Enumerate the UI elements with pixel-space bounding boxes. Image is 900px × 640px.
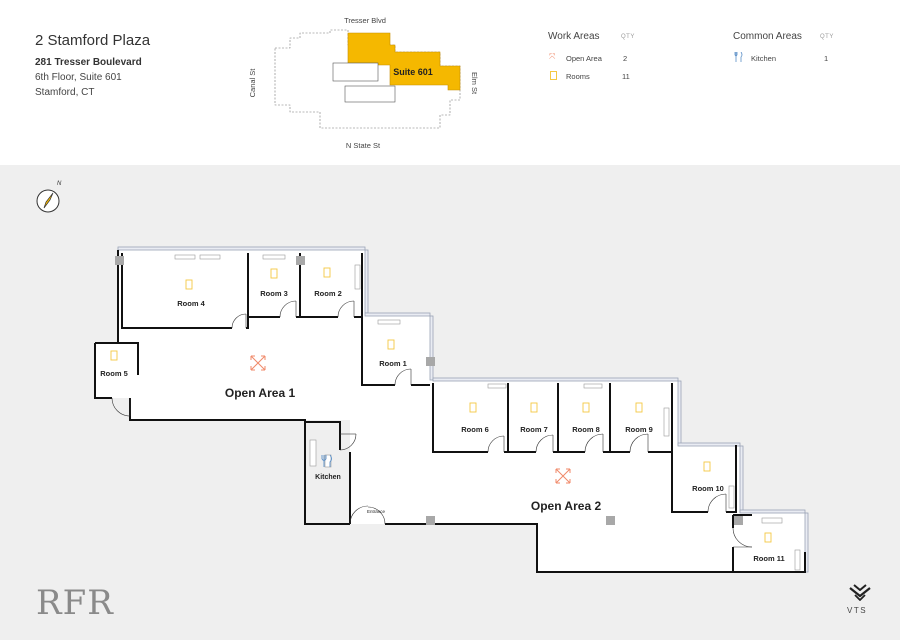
kitchen-icon	[734, 52, 743, 62]
room-4-label: Room 4	[177, 299, 205, 308]
compass-icon: N	[36, 181, 62, 213]
room-2-icon	[323, 267, 331, 278]
open-area-1-icon	[250, 355, 266, 371]
room-2-label: Room 2	[314, 289, 342, 298]
legend-kitchen-label: Kitchen	[751, 54, 777, 63]
keyplan: Tresser Blvd N State St Canal St Elm St …	[248, 16, 479, 150]
compass-north-label: N	[57, 181, 62, 187]
keyplan-suite-label: Suite 601	[393, 67, 433, 77]
walls	[94, 250, 806, 573]
keyplan-south-street: N State St	[346, 141, 381, 150]
fixtures	[174, 254, 801, 571]
legend-common-areas-title: Common Areas	[733, 31, 802, 42]
room-10-label: Room 10	[692, 484, 724, 493]
vts-logo-icon	[849, 584, 871, 601]
room-3-icon	[270, 268, 278, 279]
room-6-icon	[469, 402, 477, 413]
room-5-label: Room 5	[100, 369, 128, 378]
legend-common-areas-qty-label: QTY	[820, 34, 834, 40]
legend-work-areas-qty-label: QTY	[621, 34, 635, 40]
open-area-2-icon	[555, 468, 571, 484]
room-5-icon	[110, 350, 118, 361]
building-name: 2 Stamford Plaza	[35, 32, 151, 49]
legend-rooms-qty: 11	[622, 72, 630, 81]
room-1-icon	[387, 339, 395, 350]
header: 2 Stamford Plaza 281 Tresser Boulevard 6…	[0, 0, 900, 165]
room-9-icon	[635, 402, 643, 413]
room-11-label: Room 11	[753, 554, 784, 563]
room-10-icon	[703, 461, 711, 472]
legend-open-area-qty: 2	[623, 54, 628, 63]
room-9-label: Room 9	[625, 425, 653, 434]
room-3-label: Room 3	[260, 289, 288, 298]
columns	[115, 256, 743, 525]
floor-fill	[95, 250, 805, 572]
room-icon	[550, 71, 557, 80]
room-7-label: Room 7	[520, 425, 548, 434]
suite-address: 6th Floor, Suite 601	[35, 72, 122, 83]
door-swings	[111, 300, 753, 548]
city-address: Stamford, CT	[35, 87, 95, 98]
room-1-label: Room 1	[379, 359, 407, 368]
kitchen-label: Kitchen	[315, 474, 341, 481]
legend-kitchen-qty: 1	[824, 54, 829, 63]
rfr-logo: RFR	[36, 583, 114, 623]
keyplan-west-street: Canal St	[248, 68, 257, 98]
vts-logo-text: VTS	[847, 606, 868, 615]
room-4-icon	[185, 279, 193, 290]
legend-open-area-label: Open Area	[566, 54, 602, 63]
open-area-icon: ⤧	[549, 52, 556, 61]
open-area-1-label: Open Area 1	[225, 386, 296, 400]
open-area-2-label: Open Area 2	[531, 499, 602, 513]
room-8-icon	[582, 402, 590, 413]
room-8-label: Room 8	[572, 425, 600, 434]
keyplan-north-street: Tresser Blvd	[344, 16, 386, 25]
window-bands	[117, 246, 809, 573]
entrance-label: Entrance	[367, 509, 386, 514]
legend-work-areas-title: Work Areas	[548, 31, 600, 42]
room-6-label: Room 6	[461, 425, 489, 434]
room-7-icon	[530, 402, 538, 413]
keyplan-east-street: Elm St	[470, 72, 479, 95]
legend-rooms-label: Rooms	[566, 72, 590, 81]
room-11-icon	[764, 532, 772, 543]
street-address: 281 Tresser Boulevard	[35, 57, 142, 68]
keyplan-suite-highlight	[347, 32, 461, 91]
keyplan-core	[332, 62, 379, 82]
keyplan-core-south	[344, 85, 396, 103]
kitchen-fork-knife-icon	[321, 454, 332, 467]
